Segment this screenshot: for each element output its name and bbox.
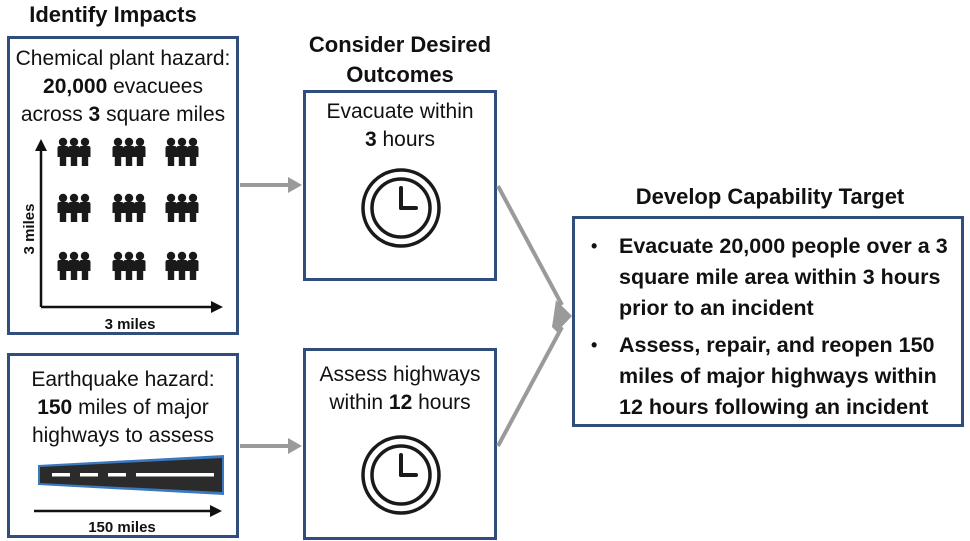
capability-target-text: Evacuate 20,000 people over a 3 square m… (619, 234, 948, 320)
chemical-axis-x-label: 3 miles (105, 316, 156, 332)
outcome-assess-line1: Assess highways (319, 363, 481, 386)
clock-icon (361, 168, 441, 248)
chemical-hazard-box: Chemical plant hazard: 20,000 evacuees a… (7, 36, 239, 335)
outcome-assess-line2: within 12 hours (329, 391, 471, 414)
earthquake-axis-x-label: 150 miles (88, 519, 156, 535)
capability-target-item: • Evacuate 20,000 people over a 3 square… (589, 231, 953, 324)
chemical-line1: Chemical plant hazard: (15, 47, 231, 70)
arrow-head-icon (288, 438, 302, 454)
arrow-evacuate-to-target (496, 185, 564, 306)
capability-target-text: Assess, repair, and reopen 150 miles of … (619, 333, 937, 419)
chemical-line2: 20,000 evacuees (43, 75, 203, 98)
axis-arrows (35, 139, 223, 313)
arrow-head-icon (552, 300, 572, 332)
outcome-evacuate-text: Evacuate within 3 hours (306, 98, 494, 154)
highway-graphic: 150 miles (34, 455, 224, 535)
consider-outcomes-line2: Outcomes (346, 62, 454, 87)
bullet-icon: • (591, 335, 598, 355)
earthquake-line1: Earthquake hazard: (31, 368, 215, 391)
people-grid: 3 miles 3 miles (21, 39, 223, 332)
clock-icon (361, 435, 441, 515)
consider-outcomes-line1: Consider Desired (308, 32, 492, 57)
chemical-hazard-text: Chemical plant hazard: 20,000 evacuees a… (10, 45, 236, 129)
outcome-assess-box: Assess highways within 12 hours (303, 348, 497, 540)
earthquake-line3: highways to assess (31, 424, 215, 447)
develop-target-heading: Develop Capability Target (635, 184, 905, 209)
bullet-icon: • (591, 236, 598, 256)
capability-target-list: • Evacuate 20,000 people over a 3 square… (589, 231, 953, 429)
outcome-assess-text: Assess highways within 12 hours (306, 361, 494, 417)
distance-arrow (34, 505, 222, 517)
outcome-evacuate-line1: Evacuate within (326, 100, 474, 123)
arrow-head-icon (288, 177, 302, 193)
capability-target-item: • Assess, repair, and reopen 150 miles o… (589, 330, 953, 423)
highway-road-icon (38, 455, 224, 495)
capability-target-box: • Evacuate 20,000 people over a 3 square… (572, 216, 964, 427)
earthquake-hazard-box: Earthquake hazard: 150 miles of major hi… (7, 353, 239, 538)
outcome-evacuate-line2: 3 hours (364, 128, 436, 151)
outcome-evacuate-box: Evacuate within 3 hours (303, 90, 497, 281)
earthquake-line2: 150 miles of major (37, 396, 209, 419)
arrow-assess-to-target (496, 326, 564, 447)
consider-outcomes-heading: Consider Desired Outcomes (290, 30, 510, 90)
chemical-line3: across 3 square miles (20, 103, 226, 126)
earthquake-hazard-text: Earthquake hazard: 150 miles of major hi… (10, 366, 236, 450)
identify-impacts-heading: Identify Impacts (29, 2, 197, 27)
chemical-axis-y-label: 3 miles (21, 204, 38, 255)
